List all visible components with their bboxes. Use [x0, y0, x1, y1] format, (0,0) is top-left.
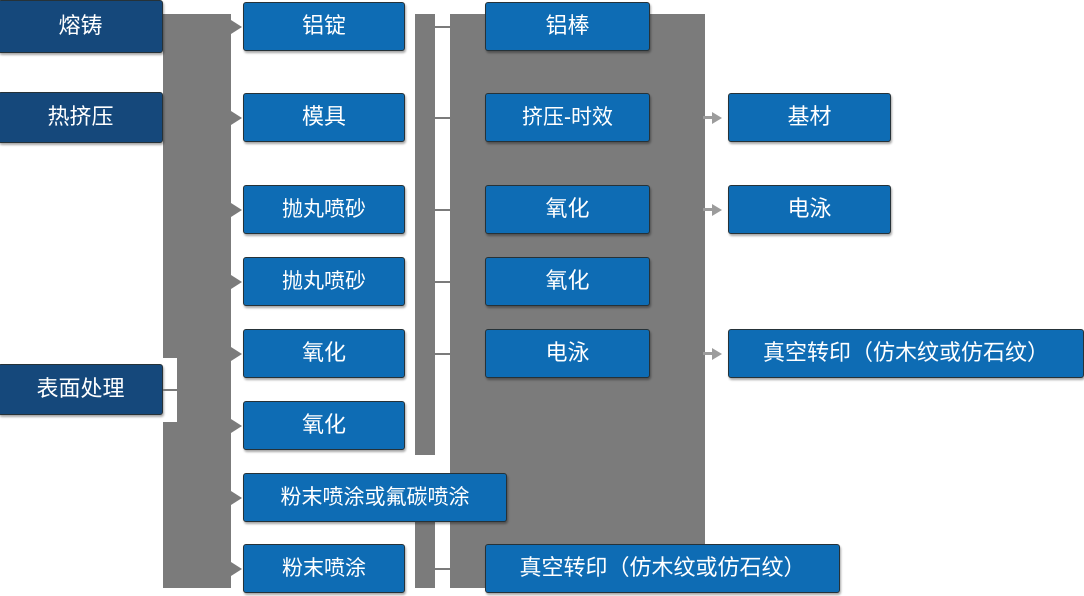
arrow-stem-base-material: [703, 116, 715, 119]
node-label: 氧化: [545, 268, 590, 294]
node-label: 铝锭: [301, 13, 346, 39]
node-label: 抛丸喷砂: [282, 269, 366, 293]
node-label: 表面处理: [36, 376, 125, 402]
node-label: 热挤压: [47, 104, 114, 130]
node-label: 氧化: [301, 340, 346, 366]
node-electrophoresis-2[interactable]: 电泳: [728, 185, 891, 234]
node-shot-blasting-1[interactable]: 抛丸喷砂: [243, 185, 405, 234]
node-label: 真空转印（仿木纹或仿石纹）: [519, 555, 806, 581]
node-powder-spray[interactable]: 粉末喷涂: [243, 544, 405, 593]
arrow-to-shot-blasting-2-icon: [231, 275, 242, 289]
node-label: 抛丸喷砂: [282, 197, 366, 221]
node-label: 挤压-时效: [522, 105, 613, 129]
arrow-to-shot-blasting-1-icon: [231, 203, 242, 217]
node-oxidation-3[interactable]: 氧化: [485, 185, 650, 234]
arrow-to-powder-or-fluorocarbon-icon: [231, 491, 242, 505]
middle-narrow-band-gap: [415, 455, 435, 475]
left-connector-band: [163, 14, 231, 588]
arrow-stem-vacuum-transfer: [703, 352, 715, 355]
node-label: 电泳: [545, 340, 590, 366]
arrow-to-electrophoresis-icon: [712, 204, 722, 216]
melt-to-extrusion-arrow-icon: [68, 74, 84, 85]
node-electrophoresis-1[interactable]: 电泳: [485, 329, 650, 378]
arrow-to-oxidation-1-icon: [231, 347, 242, 361]
node-label: 氧化: [545, 196, 590, 222]
node-label: 电泳: [787, 196, 832, 222]
arrow-to-vacuum-transfer-icon: [712, 348, 722, 360]
node-oxidation-2[interactable]: 氧化: [243, 401, 405, 450]
surface-treatment-connector: [163, 389, 183, 391]
arrow-to-mold-icon: [231, 111, 242, 125]
node-aluminum-rod[interactable]: 铝棒: [485, 2, 650, 51]
node-hot-extrusion[interactable]: 热挤压: [0, 92, 163, 143]
node-label: 氧化: [301, 412, 346, 438]
node-extrusion-aging[interactable]: 挤压-时效: [485, 93, 650, 142]
arrow-to-powder-spray-icon: [231, 562, 242, 576]
node-base-material[interactable]: 基材: [728, 93, 891, 142]
stub-connector-6: [433, 568, 453, 570]
stub-connector-3: [433, 209, 453, 211]
stub-connector-2: [433, 117, 453, 119]
node-label: 真空转印（仿木纹或仿石纹）: [762, 340, 1049, 366]
arrow-to-aluminum-ingot-icon: [231, 20, 242, 34]
node-label: 模具: [301, 104, 346, 130]
arrow-stem-electrophoresis: [703, 208, 715, 211]
node-melt-casting[interactable]: 熔铸: [0, 0, 163, 53]
stub-connector-4: [433, 281, 453, 283]
node-vacuum-transfer-print-bottom[interactable]: 真空转印（仿木纹或仿石纹）: [485, 544, 840, 593]
arrow-to-base-material-icon: [712, 112, 722, 124]
node-label: 粉末喷涂: [282, 556, 366, 580]
node-oxidation-4[interactable]: 氧化: [485, 257, 650, 306]
node-label: 粉末喷涂或氟碳喷涂: [280, 485, 470, 509]
node-vacuum-transfer-print-right[interactable]: 真空转印（仿木纹或仿石纹）: [728, 329, 1084, 378]
stub-connector-5: [433, 353, 453, 355]
node-mold[interactable]: 模具: [243, 93, 405, 142]
node-aluminum-ingot[interactable]: 铝锭: [243, 2, 405, 51]
extrusion-to-surface-arrow-icon: [68, 328, 84, 339]
node-powder-or-fluorocarbon-spray[interactable]: 粉末喷涂或氟碳喷涂: [243, 473, 507, 522]
node-surface-treatment[interactable]: 表面处理: [0, 364, 163, 415]
node-label: 铝棒: [545, 13, 590, 39]
middle-narrow-band: [415, 14, 435, 588]
stub-connector-1: [433, 26, 453, 28]
node-shot-blasting-2[interactable]: 抛丸喷砂: [243, 257, 405, 306]
node-label: 熔铸: [58, 13, 103, 39]
node-oxidation-1[interactable]: 氧化: [243, 329, 405, 378]
arrow-to-oxidation-2-icon: [231, 419, 242, 433]
node-label: 基材: [787, 104, 832, 130]
